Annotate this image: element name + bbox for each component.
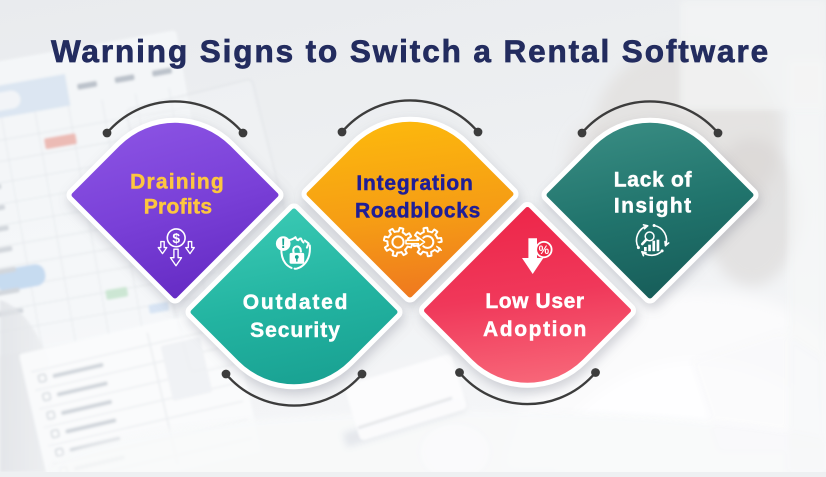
svg-text:$: $ bbox=[172, 231, 180, 246]
svg-text:Draining: Draining bbox=[130, 171, 225, 194]
svg-text:Profits: Profits bbox=[144, 196, 213, 219]
svg-text:Security: Security bbox=[250, 319, 341, 342]
svg-text:!: ! bbox=[281, 236, 285, 251]
svg-text:Roadblocks: Roadblocks bbox=[355, 200, 481, 223]
svg-text:Insight: Insight bbox=[614, 195, 693, 218]
svg-text:Integration: Integration bbox=[356, 172, 473, 195]
svg-text:Adoption: Adoption bbox=[483, 318, 588, 341]
svg-text:Warning Signs to Switch a Rent: Warning Signs to Switch a Rental Softwar… bbox=[51, 33, 770, 69]
svg-text:Lack of: Lack of bbox=[614, 169, 693, 192]
svg-text:Outdated: Outdated bbox=[243, 291, 350, 314]
svg-text:%: % bbox=[539, 243, 550, 257]
svg-text:Low User: Low User bbox=[485, 290, 584, 313]
